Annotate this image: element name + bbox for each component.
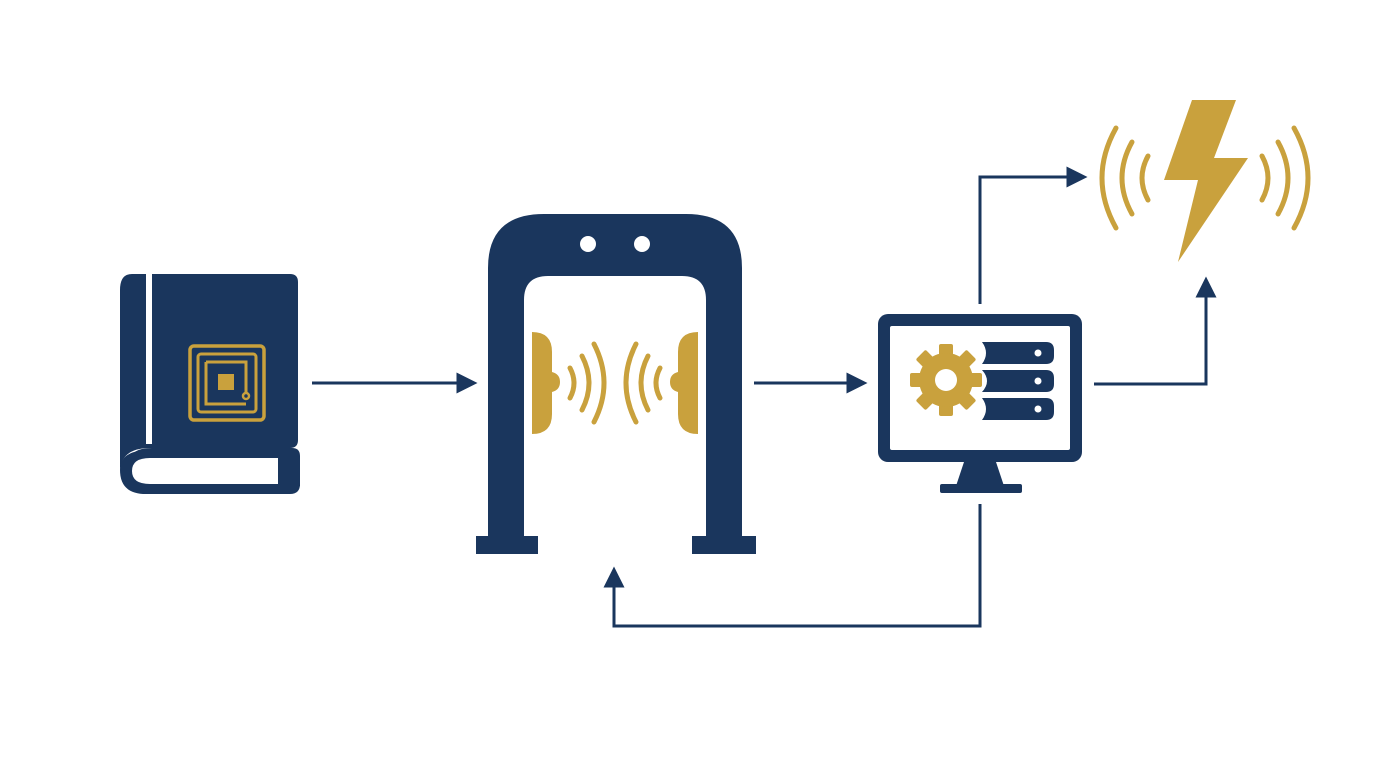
arrow-server-to-alarm-top	[978, 166, 1088, 304]
gate-left-foot	[476, 536, 538, 554]
lightning-alarm-with-waves-icon	[1099, 100, 1311, 262]
monitor-neck	[956, 462, 1004, 486]
gate-right-signal-waves	[623, 341, 663, 425]
arrow-server-to-alarm-right	[1094, 276, 1217, 386]
rfid-chip-icon	[188, 344, 266, 422]
gate-frame	[488, 214, 742, 538]
book-corner	[278, 456, 300, 486]
book-page-edge	[132, 458, 286, 484]
rfid-security-gate-icon	[476, 214, 756, 554]
gate-light-right	[634, 236, 650, 252]
server-stack-icon	[982, 342, 1054, 420]
lightning-bolt-icon	[1164, 100, 1248, 262]
gate-left-signal-waves	[567, 341, 607, 425]
gate-left-antenna	[532, 332, 560, 434]
rfid-tagged-book-icon	[120, 274, 300, 494]
gate-right-foot	[692, 536, 756, 554]
gate-light-left	[580, 236, 596, 252]
alarm-left-waves	[1099, 125, 1151, 231]
alarm-right-waves	[1259, 125, 1311, 231]
book-spine-line	[146, 274, 152, 444]
arrow-server-to-gate-feedback	[603, 504, 982, 628]
monitor-with-gear-and-server-icon	[878, 314, 1082, 493]
monitor-stand-base	[940, 484, 1022, 493]
gate-right-antenna	[670, 332, 698, 434]
gear-icon	[910, 344, 982, 416]
